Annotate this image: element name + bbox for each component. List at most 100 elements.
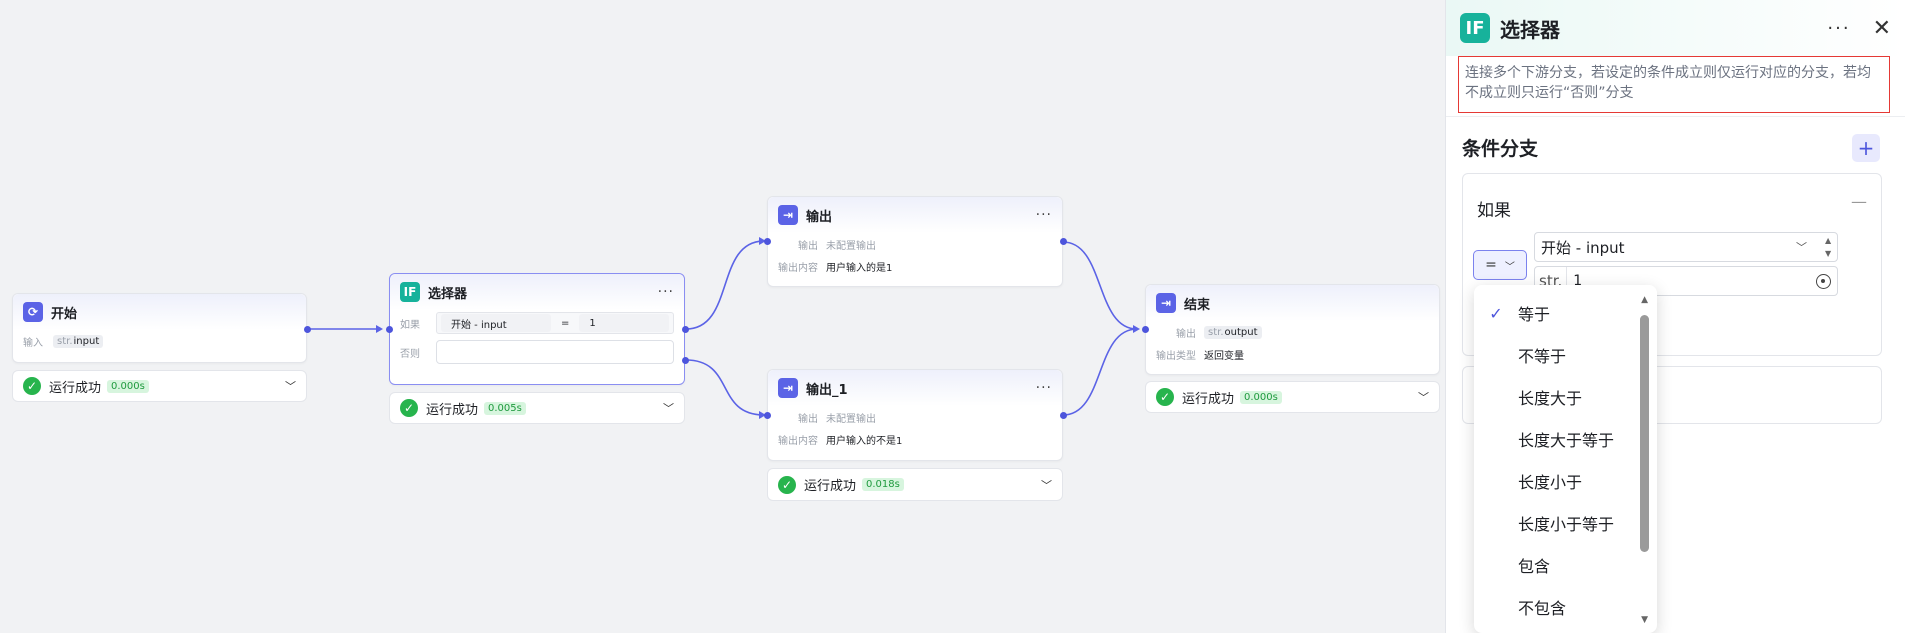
dropdown-option-length-gte[interactable]: 长度大于等于	[1518, 431, 1615, 450]
panel-header: IF 选择器 ··· ✕	[1446, 0, 1905, 56]
cond-op: =	[561, 317, 570, 329]
type-label: 输出类型	[1156, 350, 1196, 362]
operator-select[interactable]: = ﹀	[1473, 250, 1527, 280]
node-start[interactable]: ⟳ 开始 输入 str.input	[12, 293, 307, 363]
chevron-down-icon[interactable]: ﹀	[1041, 478, 1052, 492]
if-icon: IF	[400, 282, 420, 302]
port-output-out[interactable]	[1060, 238, 1067, 245]
else-label: 否则	[400, 348, 420, 360]
success-icon: ✓	[778, 475, 796, 494]
node-selector[interactable]: IF 选择器 ··· 如果 开始 - input = 1 否则	[389, 273, 685, 385]
content-value: 用户输入的不是1	[826, 435, 903, 447]
input-var-tag: str.input	[53, 334, 104, 348]
dropdown-option-not-equals[interactable]: 不等于	[1518, 347, 1567, 366]
chevron-down-icon[interactable]: ﹀	[285, 380, 296, 393]
port-start-out[interactable]	[304, 326, 311, 333]
dropdown-option-contains[interactable]: 包含	[1518, 557, 1551, 576]
status-start[interactable]: ✓ 运行成功 0.000s ﹀	[12, 370, 307, 402]
out-value: 未配置输出	[826, 240, 876, 252]
status-text: 运行成功	[49, 380, 102, 396]
port-output-in[interactable]	[764, 238, 771, 245]
port-end-in[interactable]	[1142, 326, 1149, 333]
output-icon: ⇥	[778, 205, 798, 225]
arrowhead-selector	[376, 325, 383, 333]
content-label: 输出内容	[778, 262, 818, 274]
condition-row: 开始 - input = 1	[436, 312, 674, 334]
panel-description[interactable]: 连接多个下游分支，若设定的条件成立则仅运行对应的分支，若均不成立则只运行“否则”…	[1458, 56, 1890, 113]
cond-right: 1	[579, 314, 669, 332]
check-icon: ✓	[1489, 303, 1503, 323]
scroll-up-icon[interactable]: ▲	[1641, 295, 1648, 305]
time-badge: 0.018s	[862, 478, 904, 491]
node-title: 选择器	[428, 286, 468, 302]
status-text: 运行成功	[1182, 391, 1235, 407]
port-selector-if[interactable]	[682, 326, 689, 333]
variable-select[interactable]: 开始 - input ﹀	[1534, 232, 1838, 262]
dropdown-option-equals[interactable]: ✓ 等于	[1474, 292, 1634, 334]
dropdown-option-length-gt[interactable]: 长度大于	[1518, 389, 1583, 408]
edge-output1-end	[1062, 328, 1138, 416]
chevron-down-icon: ﹀	[1796, 241, 1807, 254]
output-icon: ⇥	[778, 378, 798, 398]
port-output1-in[interactable]	[764, 412, 771, 419]
divider	[1446, 116, 1905, 117]
edge-if-output	[685, 240, 765, 330]
dropdown-option-not-contains[interactable]: 不包含	[1518, 599, 1567, 618]
edge-output-end	[1062, 241, 1138, 330]
variable-value: 开始 - input	[1541, 238, 1625, 257]
chevron-down-icon[interactable]: ﹀	[1418, 391, 1429, 404]
dropdown-option-length-lt[interactable]: 长度小于	[1518, 473, 1583, 492]
output-var-tag: str.output	[1204, 325, 1262, 339]
scrollbar-thumb[interactable]	[1640, 315, 1649, 552]
out-label: 输出	[798, 240, 818, 252]
status-end[interactable]: ✓ 运行成功 0.000s ﹀	[1145, 381, 1440, 413]
collapse-icon[interactable]: —	[1851, 192, 1867, 211]
if-label: 如果	[1477, 201, 1511, 221]
scroll-down-icon[interactable]: ▼	[1641, 615, 1648, 625]
port-selector-else[interactable]	[682, 357, 689, 364]
if-label: 如果	[400, 319, 420, 331]
operator-value: =	[1485, 257, 1497, 273]
workflow-canvas[interactable]: ⟳ 开始 输入 str.input ✓ 运行成功 0.000s ﹀ IF 选择器…	[0, 0, 1445, 633]
branch-card-else	[1462, 366, 1882, 424]
more-icon[interactable]: ···	[1035, 380, 1052, 396]
status-selector[interactable]: ✓ 运行成功 0.005s ﹀	[389, 392, 685, 424]
end-icon: ⇥	[1156, 293, 1176, 313]
close-icon[interactable]: ✕	[1872, 15, 1891, 41]
content-value: 用户输入的是1	[826, 262, 893, 274]
stepper-icon[interactable]: ▲▼	[1825, 236, 1832, 258]
node-title: 结束	[1184, 297, 1211, 313]
content-label: 输出内容	[778, 435, 818, 447]
more-icon[interactable]: ···	[1827, 17, 1851, 39]
out-label: 输出	[1176, 328, 1196, 340]
port-output1-out[interactable]	[1060, 412, 1067, 419]
node-output[interactable]: ⇥ 输出 ··· 输出 未配置输出 输出内容 用户输入的是1	[767, 196, 1063, 287]
out-value: 未配置输出	[826, 413, 876, 425]
type-value: 返回变量	[1204, 350, 1244, 362]
more-icon[interactable]: ···	[1035, 207, 1052, 223]
operator-dropdown[interactable]: ▲ ✓ 等于 不等于 长度大于 长度大于等于 长度小于 长度小于等于 包含 不包…	[1474, 285, 1657, 633]
variable-ref-icon[interactable]	[1816, 273, 1831, 289]
out-label: 输出	[798, 413, 818, 425]
node-title: 输出_1	[806, 382, 848, 398]
panel-title: 选择器	[1500, 17, 1560, 42]
time-badge: 0.000s	[1240, 390, 1282, 404]
more-icon[interactable]: ···	[657, 284, 674, 300]
node-title: 输出	[806, 209, 833, 225]
input-label: 输入	[23, 337, 43, 349]
dropdown-option-length-lte[interactable]: 长度小于等于	[1518, 515, 1615, 534]
status-output1[interactable]: ✓ 运行成功 0.018s ﹀	[767, 468, 1063, 501]
branch-card-if: 如果 — = ﹀ 开始 - input ﹀ ▲▼ str. 1	[1462, 173, 1882, 356]
edge-else-output1	[685, 359, 765, 416]
add-branch-button[interactable]: +	[1852, 134, 1880, 162]
status-text: 运行成功	[804, 479, 857, 494]
arrowhead-end	[1133, 325, 1140, 333]
chevron-down-icon[interactable]: ﹀	[663, 402, 674, 415]
port-selector-in[interactable]	[386, 326, 393, 333]
section-title: 条件分支	[1462, 138, 1539, 160]
time-badge: 0.000s	[107, 379, 149, 393]
time-badge: 0.005s	[484, 401, 526, 415]
node-end[interactable]: ⇥ 结束 输出 str.output 输出类型 返回变量	[1145, 284, 1440, 375]
success-icon: ✓	[400, 399, 418, 417]
node-output1[interactable]: ⇥ 输出_1 ··· 输出 未配置输出 输出内容 用户输入的不是1	[767, 369, 1063, 461]
